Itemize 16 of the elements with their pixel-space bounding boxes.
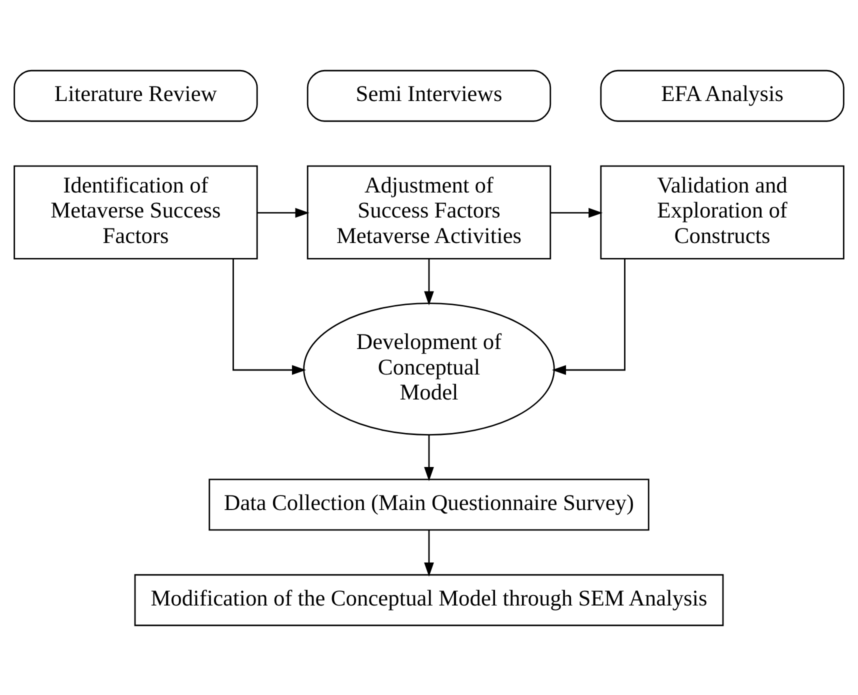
- node-box: Identification of Metaverse Success Factors: [14, 164, 258, 259]
- arrow: [257, 207, 310, 218]
- node-box: Semi Interviews: [306, 69, 552, 122]
- node-box: Literature Review: [14, 69, 258, 122]
- node-ellipse: Development of Conceptual Model: [303, 302, 555, 435]
- arrow: [232, 258, 306, 374]
- arrow: [550, 207, 603, 218]
- node-box: Data Collection (Main Questionnaire Survey): [208, 478, 650, 530]
- node-box: Validation and Exploration of Constructs: [600, 164, 844, 259]
- node-box: Adjustment of Success Factors Metaverse Activities: [306, 164, 552, 259]
- node-box: EFA Analysis: [600, 69, 844, 122]
- arrow: [424, 434, 434, 481]
- node-box: Modification of the Conceptual Model through SEM Analysis: [134, 574, 724, 626]
- arrow: [424, 530, 434, 576]
- arrow: [552, 258, 626, 374]
- arrow: [424, 258, 434, 305]
